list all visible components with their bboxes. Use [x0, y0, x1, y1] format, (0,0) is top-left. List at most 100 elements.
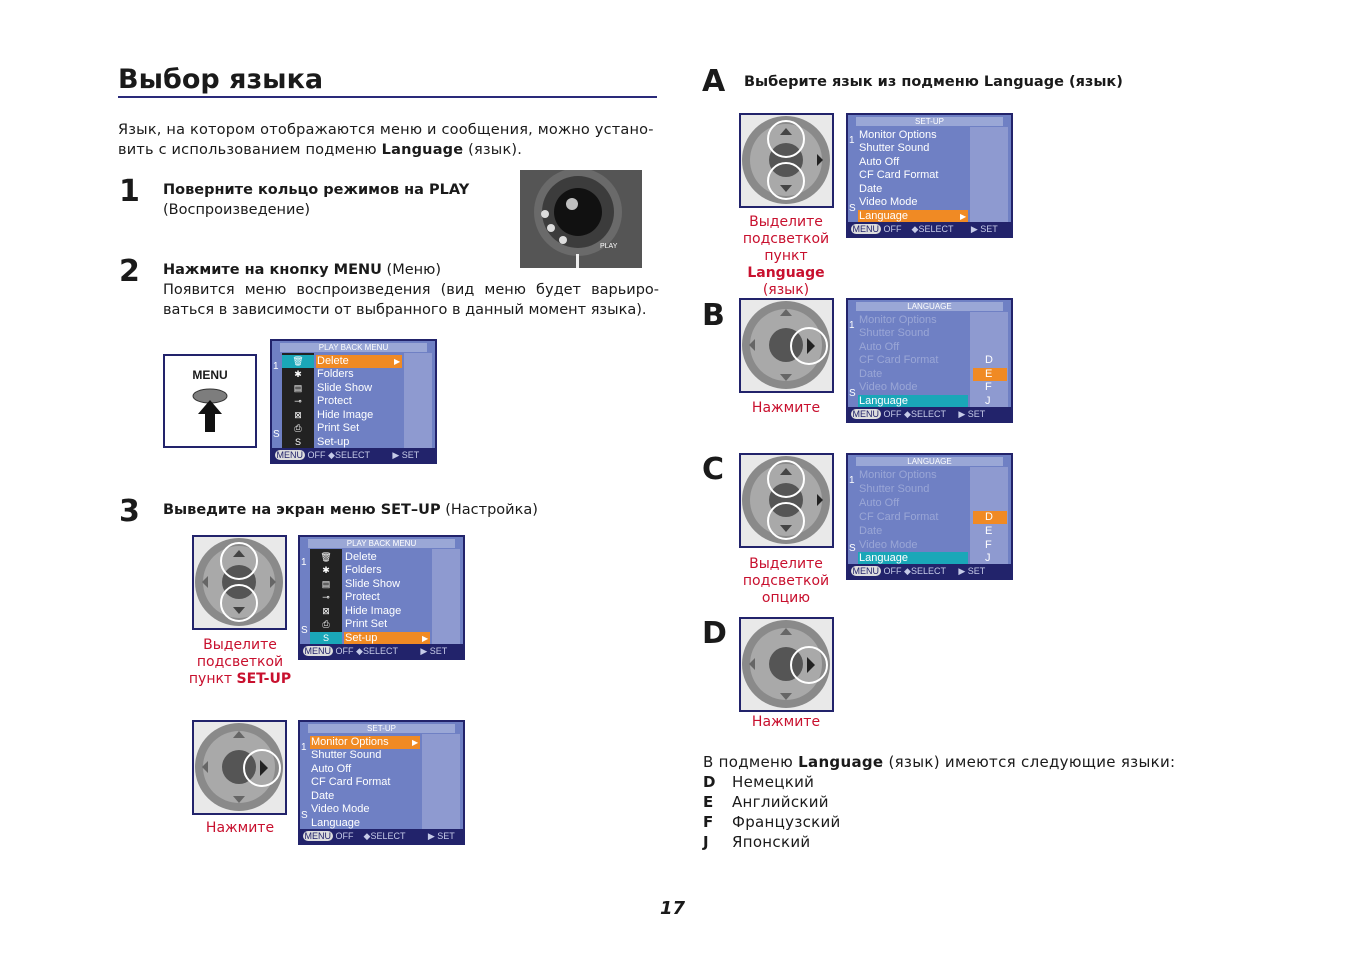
- print-set-icon: ⎙: [294, 423, 302, 433]
- language-option-f[interactable]: F: [985, 381, 992, 393]
- dial-right: [192, 720, 287, 815]
- language-option-e[interactable]: E: [985, 525, 993, 537]
- footer-menu-label: MENU: [274, 450, 306, 460]
- screen-footer: MENU OFF ◆SELECT ▶ SET: [848, 222, 1011, 236]
- intro-post: (язык) имеются следующие языки:: [883, 753, 1176, 771]
- footer-select: ◆SELECT: [911, 224, 954, 234]
- screen-header: SET-UP: [856, 117, 1003, 126]
- language-option-d[interactable]: D: [985, 354, 993, 366]
- multi-selector-icon: [195, 723, 283, 811]
- step-1-desc: (Воспроизведение): [163, 202, 311, 218]
- menu-item-protect[interactable]: Protect: [345, 591, 380, 603]
- menu-press-arrow-icon: [192, 388, 228, 432]
- hide-image-icon: ⊠: [322, 606, 330, 616]
- menu-item-auto-off[interactable]: Auto Off: [859, 156, 900, 168]
- dial-a-up-down: [739, 113, 834, 208]
- footer-select: ◆SELECT: [328, 450, 370, 460]
- menu-item-slideshow[interactable]: Slide Show: [317, 382, 373, 394]
- menu-item-date[interactable]: Date: [859, 183, 883, 195]
- language-name: Французский: [732, 813, 841, 831]
- footer-select: ◆SELECT: [904, 566, 946, 576]
- screen-footer: MENU OFF ◆SELECT ▶ SET: [300, 829, 463, 843]
- menu-item-folders[interactable]: Folders: [345, 564, 382, 576]
- menu-item-delete[interactable]: Delete: [345, 551, 377, 563]
- slideshow-icon: ▤: [293, 383, 303, 393]
- step-3-text: Выведите на экран меню SET–UP (Настройка…: [163, 500, 659, 520]
- screen-footer: MENU OFF ◆SELECT ▶ SET: [300, 644, 463, 658]
- print-set-icon: ⎙: [322, 619, 330, 629]
- menu-button-illustration: MENU: [163, 354, 257, 448]
- menu-item-slideshow[interactable]: Slide Show: [345, 578, 401, 590]
- menu-item-cf-card-format[interactable]: CF Card Format: [311, 776, 391, 788]
- footer-off: OFF: [883, 224, 902, 234]
- page-one-marker: 1: [849, 135, 855, 146]
- menu-item-monitor-options: Monitor Options: [859, 469, 937, 481]
- caption-line-2: подсветкой: [196, 654, 284, 670]
- menu-item-print-set[interactable]: Print Set: [317, 422, 360, 434]
- submenu-arrow-icon: ▶: [960, 212, 967, 221]
- setup-icon: S: [294, 437, 301, 447]
- menu-item-language[interactable]: Language: [859, 552, 908, 564]
- footer-menu-label: MENU: [850, 566, 882, 576]
- menu-item-shutter-sound: Shutter Sound: [859, 483, 930, 495]
- language-option-e[interactable]: E: [973, 368, 1007, 381]
- folders-icon: ✱: [322, 565, 330, 575]
- step-1-title: Поверните кольцо режимов на PLAY: [163, 182, 470, 198]
- screen-header: PLAY BACK MENU: [280, 343, 427, 352]
- language-code: J: [703, 833, 709, 851]
- menu-item-video-mode[interactable]: Video Mode: [311, 803, 370, 815]
- language-option-d[interactable]: D: [973, 511, 1007, 524]
- menu-item-language[interactable]: Language: [859, 395, 908, 407]
- menu-item-setup[interactable]: Set-up: [345, 632, 378, 644]
- language-list-intro: В подменю Language (язык) имеются следую…: [703, 752, 1175, 772]
- footer-set: ▶ SET: [970, 224, 998, 234]
- intro-text: Язык, на котором отображаются меню и соо…: [118, 122, 654, 158]
- substep-c-letter: C: [702, 452, 725, 487]
- footer-off: OFF: [307, 450, 326, 460]
- step-1-text: Поверните кольцо режимов на PLAY (Воспро…: [163, 180, 513, 220]
- language-option-j[interactable]: J: [985, 552, 991, 564]
- language-option-f[interactable]: F: [985, 539, 992, 551]
- menu-item-cf-card-format: CF Card Format: [859, 511, 939, 523]
- menu-item-monitor-options[interactable]: Monitor Options: [311, 736, 389, 748]
- menu-item-monitor-options[interactable]: Monitor Options: [859, 129, 937, 141]
- footer-set: ▶ SET: [427, 831, 455, 841]
- playback-menu-setup-screen: PLAY BACK MENU 1 S 🗑 ✱ ▤ ⊸ ⊠ ⎙ S Delete …: [298, 535, 465, 660]
- menu-item-folders[interactable]: Folders: [317, 368, 354, 380]
- language-option-j[interactable]: J: [985, 395, 991, 407]
- screen-header: LANGUAGE: [856, 457, 1003, 466]
- multi-selector-icon: [742, 456, 830, 544]
- screen-header: SET-UP: [308, 724, 455, 733]
- caption-line-1: Выделите: [203, 637, 277, 653]
- menu-item-language[interactable]: Language: [859, 210, 908, 222]
- step-2-desc: Появится меню воспроизведения (вид меню …: [163, 282, 659, 318]
- slideshow-icon: ▤: [321, 579, 331, 589]
- menu-item-monitor-options: Monitor Options: [859, 314, 937, 326]
- menu-item-auto-off[interactable]: Auto Off: [311, 763, 352, 775]
- menu-item-protect[interactable]: Protect: [317, 395, 352, 407]
- menu-item-video-mode[interactable]: Video Mode: [859, 196, 918, 208]
- menu-item-print-set[interactable]: Print Set: [345, 618, 388, 630]
- intro-paragraph: Язык, на котором отображаются меню и соо…: [118, 120, 658, 160]
- substep-a-letter: A: [702, 64, 726, 99]
- menu-item-shutter-sound[interactable]: Shutter Sound: [311, 749, 382, 761]
- menu-item-hide-image[interactable]: Hide Image: [345, 605, 402, 617]
- substep-b-letter: B: [702, 298, 725, 333]
- multi-selector-icon: [742, 620, 830, 708]
- menu-item-date[interactable]: Date: [311, 790, 335, 802]
- footer-menu-label: MENU: [302, 646, 334, 656]
- page-one-marker: 1: [301, 742, 307, 753]
- footer-set: ▶ SET: [420, 646, 448, 656]
- menu-item-hide-image[interactable]: Hide Image: [317, 409, 374, 421]
- menu-item-shutter-sound[interactable]: Shutter Sound: [859, 142, 930, 154]
- step-3-title: Выведите на экран меню SET–UP: [163, 502, 441, 518]
- multi-selector-icon: [195, 538, 283, 626]
- menu-item-setup[interactable]: Set-up: [317, 436, 350, 448]
- step-2-number: 2: [119, 254, 140, 289]
- language-code: E: [703, 793, 714, 811]
- screen-footer: MENU OFF ◆SELECT ▶ SET: [272, 448, 435, 462]
- menu-item-cf-card-format[interactable]: CF Card Format: [859, 169, 939, 181]
- setup-language-highlight-screen: SET-UP 1 S Monitor Options Shutter Sound…: [846, 113, 1013, 238]
- menu-item-delete[interactable]: Delete: [317, 355, 349, 367]
- menu-item-language[interactable]: Language: [311, 817, 360, 829]
